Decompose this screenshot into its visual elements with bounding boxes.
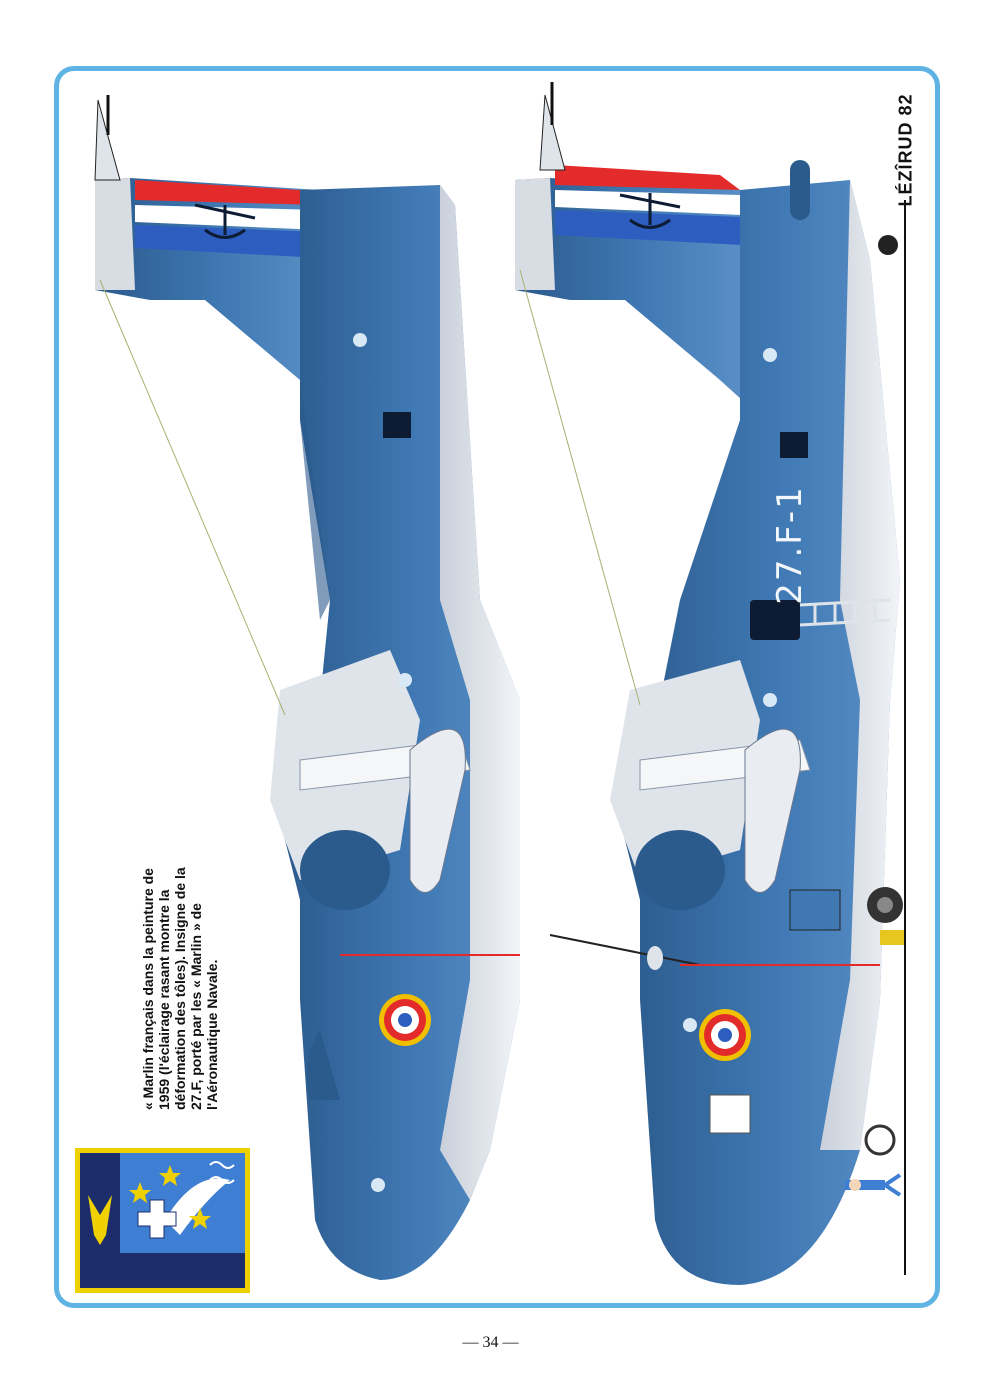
aircraft-profile-top [94, 95, 520, 1280]
illustration-caption: « Marlin français dans la peinture de 19… [140, 867, 220, 1110]
crew-figure [845, 1173, 902, 1197]
anchor-icon [194, 203, 256, 239]
ladder [799, 598, 891, 627]
artist-signature: LÉZÎRUD 82 [895, 93, 916, 207]
aircraft-code: 27.F-1 [770, 485, 810, 605]
aircraft-profile-bottom [515, 82, 906, 1285]
roundel-top [379, 994, 431, 1046]
rudder-red-stripe [135, 180, 320, 205]
rudder-white-stripe [135, 205, 322, 230]
page-number: — 34 — [462, 1334, 519, 1351]
squadron-badge [75, 1148, 250, 1293]
rudder-blue-stripe [135, 225, 322, 258]
roundel-bottom [699, 1009, 751, 1061]
anchor-icon-2 [619, 193, 681, 229]
rudder-red-stripe-2 [555, 165, 740, 190]
